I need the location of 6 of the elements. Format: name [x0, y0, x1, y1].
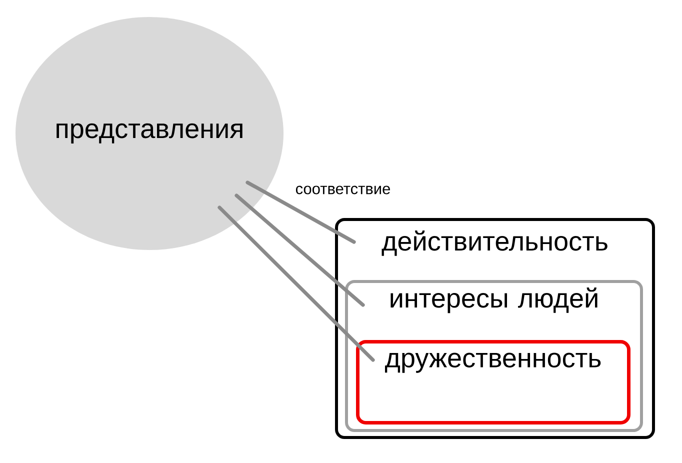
inner-box: дружественность — [356, 340, 630, 424]
edge-label: соответствие — [294, 184, 392, 196]
circle-node: представления — [16, 17, 284, 250]
connector-line — [246, 180, 356, 244]
connector-line — [234, 194, 365, 307]
connector-line — [218, 206, 375, 362]
